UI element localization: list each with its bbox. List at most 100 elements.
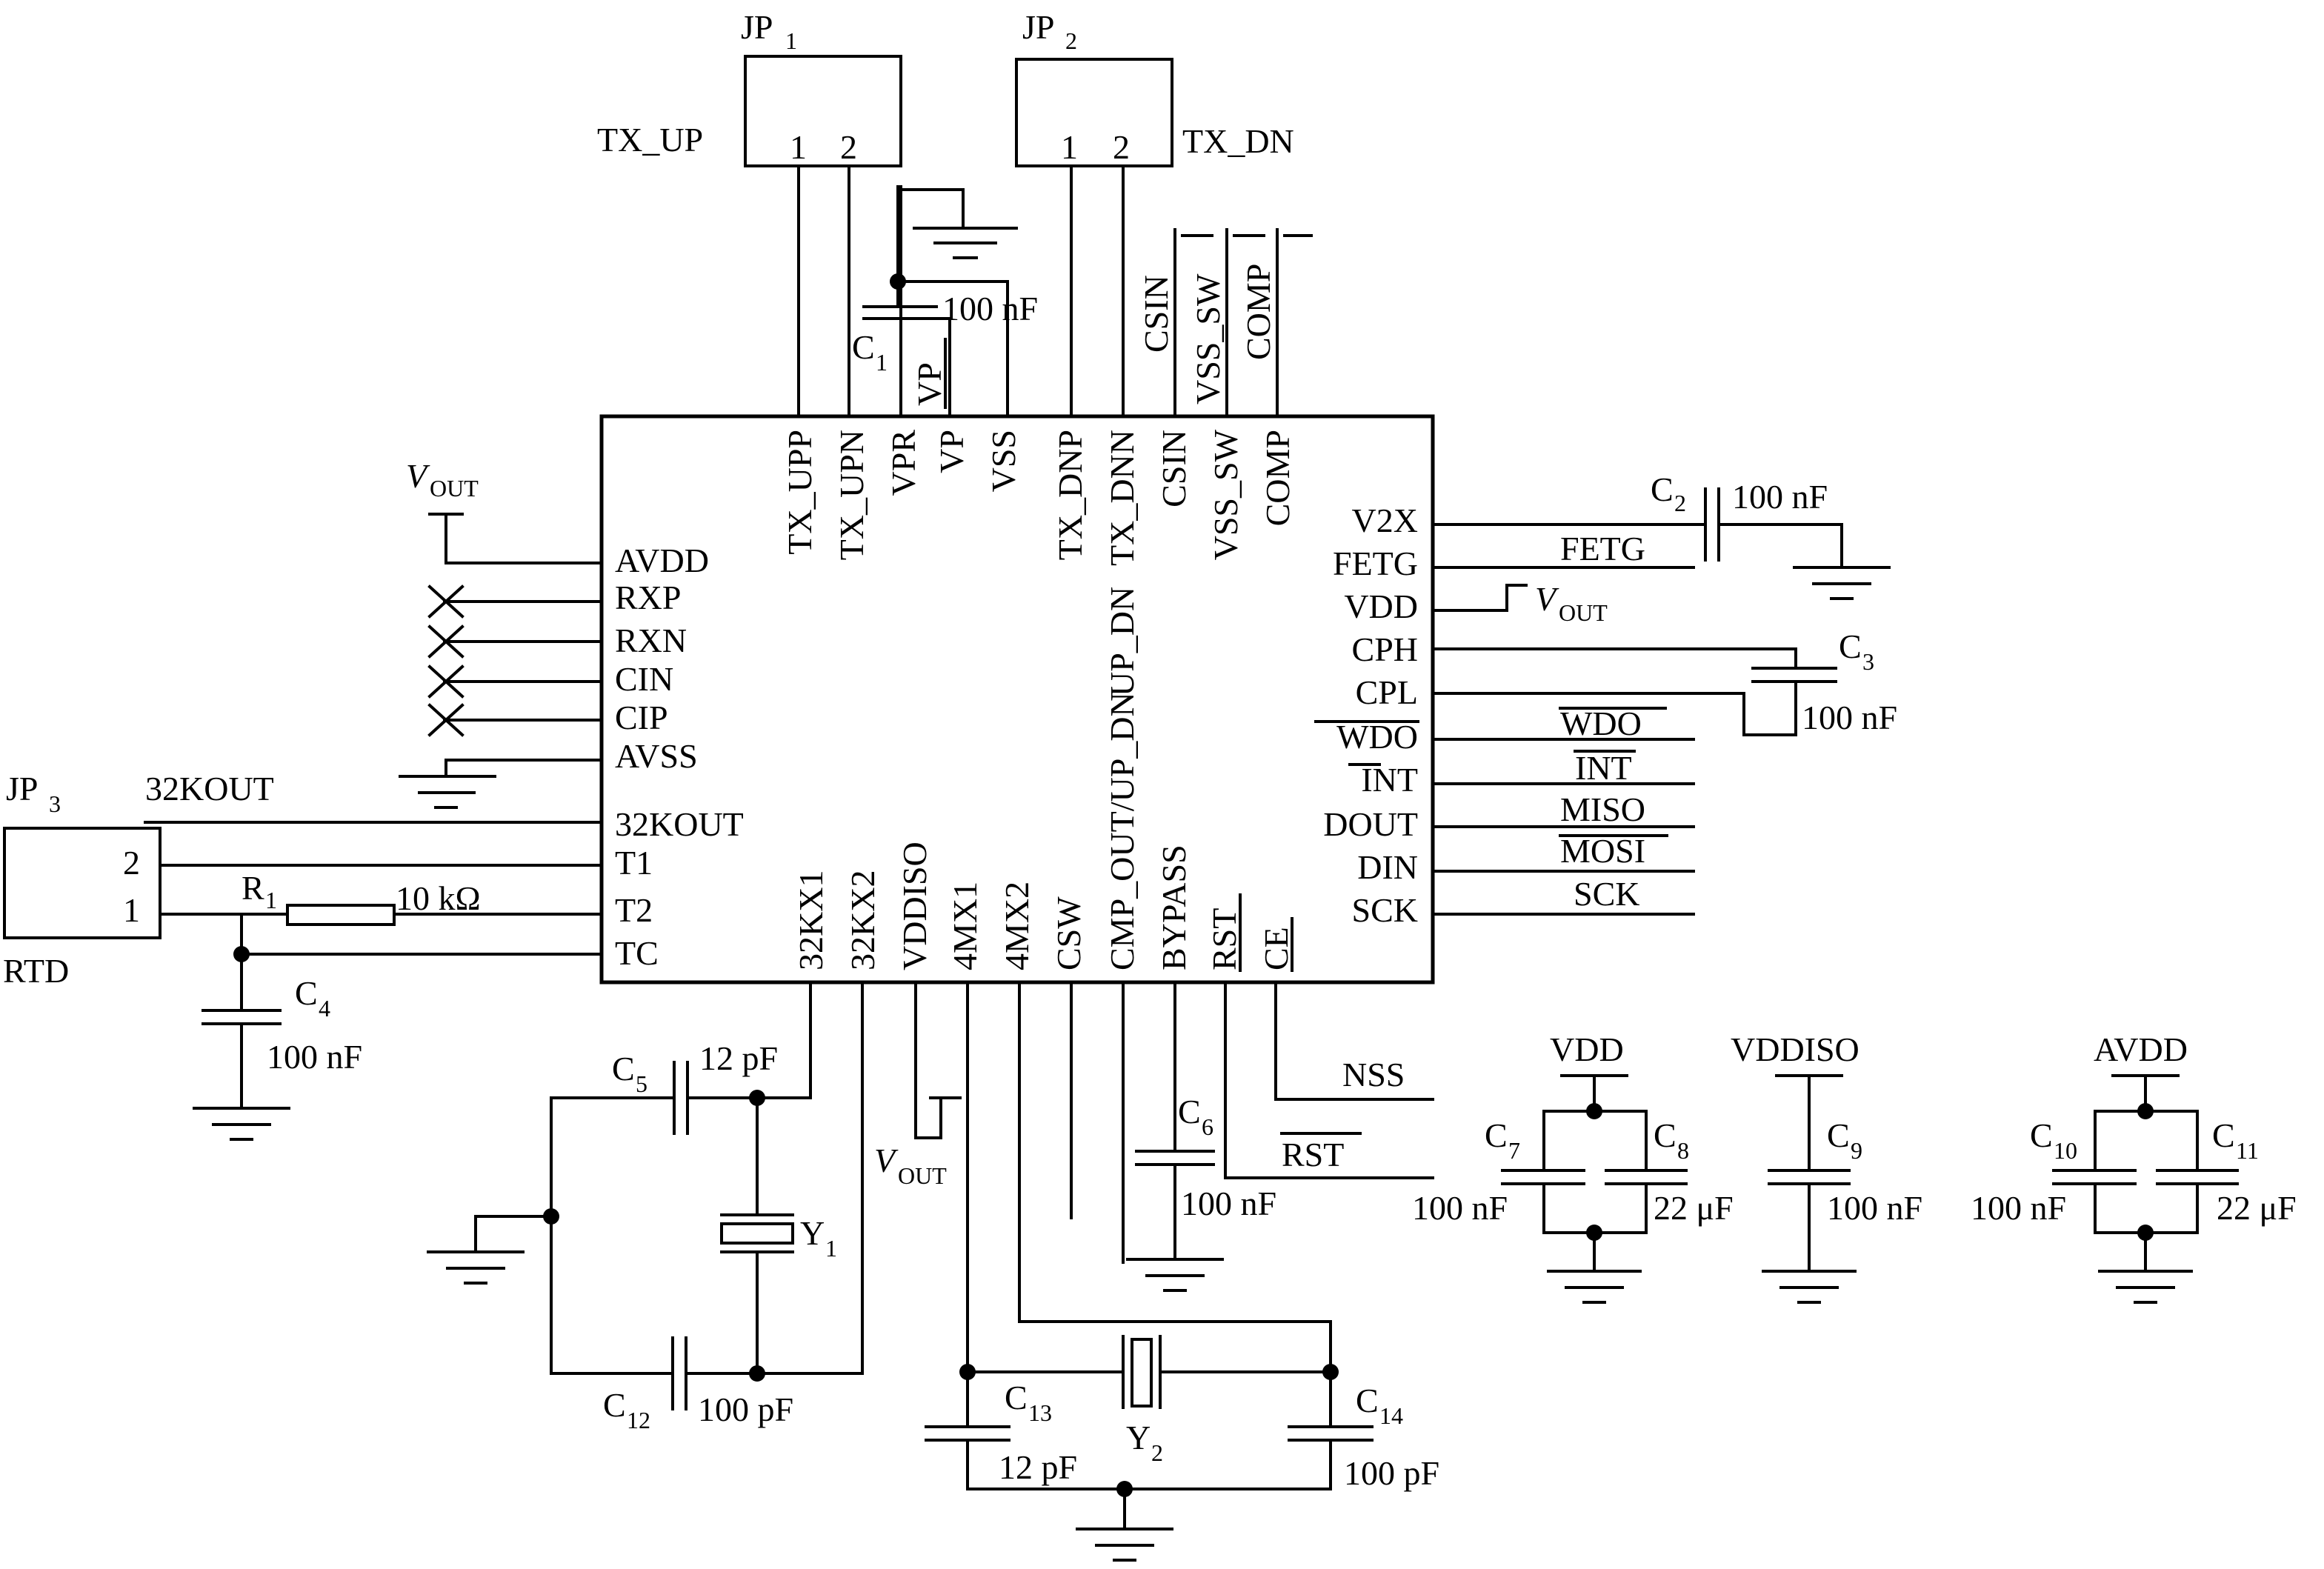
jp3-pin2: 2 — [123, 844, 140, 882]
jp2-ref: JP — [1022, 8, 1054, 46]
c1-sub: 1 — [876, 349, 888, 376]
avss-ground — [399, 759, 603, 809]
spi-nets: WDO INT MISO MOSI SCK — [1431, 704, 1695, 916]
c10-value: 100 nF — [1971, 1189, 2066, 1227]
c13-value: 12 pF — [999, 1448, 1077, 1486]
connector-jp2: JP 2 TX_DN 1 2 — [1015, 8, 1294, 418]
ic-pin-4mx2: 4MX2 — [998, 882, 1036, 970]
ic-pin-bypass: BYPASS — [1155, 845, 1193, 970]
capacitor-c4: C 4 100 nF — [193, 913, 603, 1141]
ic-pin-vpr: VPR — [885, 430, 922, 496]
c3-value: 100 nF — [1802, 699, 1897, 736]
ic-left-pins: AVDD RXP RXN CIN CIP AVSS 32KOUT T1 T2 T… — [615, 542, 744, 972]
c2-sub: 2 — [1674, 490, 1686, 516]
net-vp: VP — [910, 362, 948, 406]
ic-pin-tx-upn: TX_UPN — [833, 430, 870, 560]
connector-jp3: JP 3 RTD 2 1 — [3, 770, 603, 990]
ic-pin-avss: AVSS — [615, 737, 698, 775]
ic-pin-32kx2: 32KX2 — [844, 870, 882, 970]
ic-pin-int: INT — [1361, 761, 1418, 799]
ic-pin-32kout: 32KOUT — [615, 805, 744, 843]
jp1-sub: 1 — [785, 27, 797, 54]
net-comp: COMP — [1239, 264, 1277, 360]
ic-pin-dout: DOUT — [1323, 805, 1418, 843]
no-connect-pins — [427, 584, 603, 737]
ic-pin-vss: VSS — [985, 430, 1022, 492]
net-rst: RST — [1282, 1136, 1344, 1173]
c5-value: 12 pF — [699, 1039, 778, 1077]
ic-pin-cpl: CPL — [1356, 673, 1418, 711]
vout-label-right: V — [1535, 580, 1559, 618]
c3-ref: C — [1839, 627, 1862, 665]
c13-sub: 13 — [1028, 1399, 1052, 1426]
ic-body — [599, 414, 1435, 985]
r1-sub: 1 — [265, 887, 277, 913]
ic-inner-up-dn: UP_DN — [1103, 587, 1141, 696]
c7-value: 100 nF — [1412, 1189, 1508, 1227]
top-net-stubs: CSIN VSS_SW COMP — [1137, 228, 1313, 418]
r1-value: 10 kΩ — [396, 879, 481, 917]
ic-pin-vddiso: VDDISO — [896, 842, 933, 970]
capacitor-c1-network: C 1 100 nF VP — [852, 185, 1038, 418]
ic-right-pins: V2X FETG VDD CPH CPL WDO INT DOUT DIN SC… — [1314, 502, 1419, 929]
ic-pin-avdd: AVDD — [615, 542, 709, 579]
c2-ref: C — [1651, 470, 1674, 508]
ic-pin-tc: TC — [615, 934, 659, 972]
ic-pin-4mx1: 4MX1 — [946, 882, 984, 970]
c10-sub: 10 — [2054, 1137, 2077, 1164]
ic-pin-vss-sw: VSS_SW — [1207, 429, 1245, 560]
vout-sub-bottom: OUT — [898, 1162, 947, 1189]
y2-sub: 2 — [1151, 1439, 1163, 1466]
crystal-y2-network: C 13 12 pF Y 2 C 14 100 pF — [925, 981, 1439, 1562]
c6-sub: 6 — [1202, 1113, 1213, 1140]
jp2-net-label: TX_DN — [1182, 122, 1294, 160]
ic-pin-vp: VP — [933, 430, 970, 473]
c5-sub: 5 — [636, 1070, 647, 1097]
ic-pin-tx-dnp: TX_DNP — [1051, 430, 1089, 560]
ic-bottom-pins: 32KX1 32KX2 VDDISO 4MX1 4MX2 CSW CMP_OUT… — [792, 587, 1295, 972]
net-nss: NSS — [1342, 1056, 1405, 1093]
decoupling-avdd: AVDD C 10 100 nF C 11 22 μF — [1971, 1030, 2297, 1304]
jp1-pin2: 2 — [840, 128, 857, 166]
net-int: INT — [1575, 749, 1632, 787]
ic-pin-csin: CSIN — [1155, 430, 1193, 507]
ic-pin-32kx1: 32KX1 — [792, 870, 830, 970]
ic-pin-csw: CSW — [1050, 896, 1088, 970]
c13-ref: C — [1005, 1379, 1028, 1416]
c9-value: 100 nF — [1827, 1189, 1922, 1227]
jp3-sub: 3 — [49, 790, 61, 817]
c14-sub: 14 — [1379, 1402, 1403, 1429]
vout-label-bottom: V — [874, 1142, 899, 1179]
y1-sub: 1 — [825, 1235, 837, 1262]
c11-ref: C — [2212, 1116, 2235, 1154]
capacitor-c2: C 2 100 nF — [1431, 470, 1891, 600]
y1-ref: Y — [800, 1214, 825, 1252]
c9-ref: C — [1827, 1116, 1850, 1154]
c4-sub: 4 — [319, 995, 330, 1022]
c7-sub: 7 — [1508, 1137, 1520, 1164]
supply-vdd: VDD — [1550, 1030, 1624, 1068]
c4-ref: C — [295, 974, 318, 1012]
ic-pin-t1: T1 — [615, 844, 653, 882]
ic-pin-sck: SCK — [1352, 891, 1418, 929]
c8-sub: 8 — [1677, 1137, 1689, 1164]
ic-pin-rst: RST — [1205, 908, 1243, 970]
capacitor-c3: C 3 100 nF — [1431, 627, 1897, 736]
ic-pin-vdd: VDD — [1344, 587, 1418, 625]
c6-ref: C — [1178, 1093, 1201, 1130]
net-wdo: WDO — [1560, 704, 1642, 742]
c8-ref: C — [1654, 1116, 1677, 1154]
vddiso-vout: V OUT — [874, 981, 962, 1189]
ic-pin-rxp: RXP — [615, 579, 681, 616]
csw-cmp-stubs — [1070, 981, 1125, 1264]
c11-sub: 11 — [2236, 1137, 2259, 1164]
net-miso: MISO — [1560, 790, 1645, 828]
capacitor-c6: C 6 100 nF — [1126, 981, 1276, 1292]
ic-top-pins: TX_UPP TX_UPN VPR VP VSS TX_DNP TX_DNN C… — [781, 429, 1296, 566]
net-32kout-line: 32KOUT — [144, 770, 603, 824]
ic-pin-din: DIN — [1357, 848, 1418, 886]
net-vss-sw: VSS_SW — [1189, 273, 1227, 404]
jp2-pin1: 1 — [1061, 128, 1078, 166]
c2-value: 100 nF — [1732, 478, 1828, 516]
jp1-ref: JP — [741, 8, 773, 46]
